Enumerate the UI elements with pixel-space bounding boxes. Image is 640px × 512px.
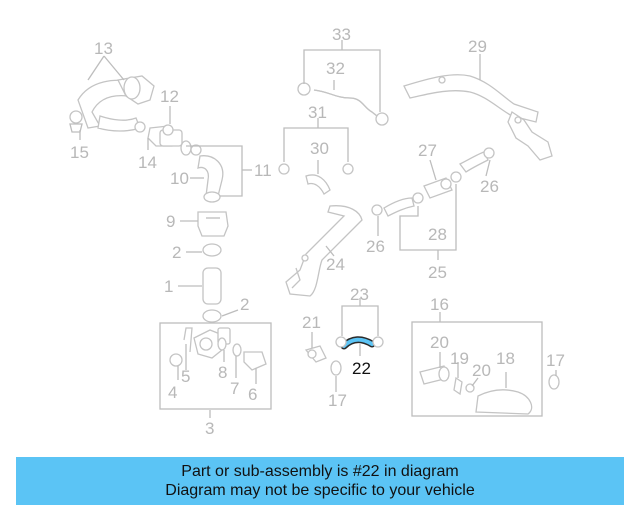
callout-26-left: 26 bbox=[366, 237, 385, 256]
callout-10: 10 bbox=[170, 169, 189, 188]
callout-26-right: 26 bbox=[480, 177, 499, 196]
callout-18: 18 bbox=[496, 349, 515, 368]
callout-2-upper: 2 bbox=[172, 243, 181, 262]
callout-28: 28 bbox=[428, 225, 447, 244]
callout-7: 7 bbox=[230, 379, 239, 398]
info-banner: Part or sub-assembly is #22 in diagram D… bbox=[16, 457, 624, 505]
callout-12: 12 bbox=[160, 87, 179, 106]
pipe-29 bbox=[403, 74, 553, 161]
callout-4: 4 bbox=[168, 383, 177, 402]
callout-20-left: 20 bbox=[430, 333, 449, 352]
fitting-21-group bbox=[304, 345, 342, 376]
leader-lines bbox=[79, 40, 557, 418]
callout-2-lower: 2 bbox=[240, 295, 249, 314]
box-group-3 bbox=[159, 322, 272, 410]
hose-32-group bbox=[297, 82, 389, 126]
callout-3: 3 bbox=[205, 419, 214, 438]
callout-15: 15 bbox=[70, 143, 89, 162]
banner-line-disclaimer: Diagram may not be specific to your vehi… bbox=[165, 482, 475, 499]
banner-line-part-info: Part or sub-assembly is #22 in diagram bbox=[181, 463, 459, 480]
callout-1: 1 bbox=[164, 277, 173, 296]
hose-30-group bbox=[278, 163, 354, 195]
highlighted-hose-22 bbox=[335, 336, 384, 350]
valve-27-group bbox=[371, 147, 495, 217]
upper-hose-assembly bbox=[69, 75, 224, 203]
callout-17-right: 17 bbox=[546, 351, 565, 370]
callout-8: 8 bbox=[218, 363, 227, 382]
callout-20-right: 20 bbox=[472, 361, 491, 380]
pipe-24 bbox=[285, 205, 363, 297]
callout-14: 14 bbox=[138, 153, 157, 172]
callout-19: 19 bbox=[450, 349, 469, 368]
callout-30: 30 bbox=[310, 139, 329, 158]
callout-29: 29 bbox=[468, 37, 487, 56]
callout-23: 23 bbox=[350, 285, 369, 304]
callout-27: 27 bbox=[418, 141, 437, 160]
callout-13: 13 bbox=[94, 39, 113, 58]
callout-33: 33 bbox=[332, 25, 351, 44]
callout-numbers: 13 12 15 14 11 10 9 2 1 2 3 4 5 8 7 6 33… bbox=[70, 25, 565, 438]
callout-21: 21 bbox=[302, 313, 321, 332]
callout-32: 32 bbox=[326, 59, 345, 78]
callout-16: 16 bbox=[430, 295, 449, 314]
callout-24: 24 bbox=[326, 255, 345, 274]
callout-22-highlighted: 22 bbox=[352, 359, 371, 378]
callout-6: 6 bbox=[248, 385, 257, 404]
box-group-16 bbox=[411, 321, 560, 417]
callout-25: 25 bbox=[428, 263, 447, 282]
callout-9: 9 bbox=[166, 212, 175, 231]
callout-31: 31 bbox=[308, 103, 327, 122]
callout-17-center: 17 bbox=[328, 391, 347, 410]
callout-11: 11 bbox=[254, 161, 272, 180]
callout-5: 5 bbox=[181, 367, 190, 386]
center-pipe-column bbox=[197, 211, 229, 323]
